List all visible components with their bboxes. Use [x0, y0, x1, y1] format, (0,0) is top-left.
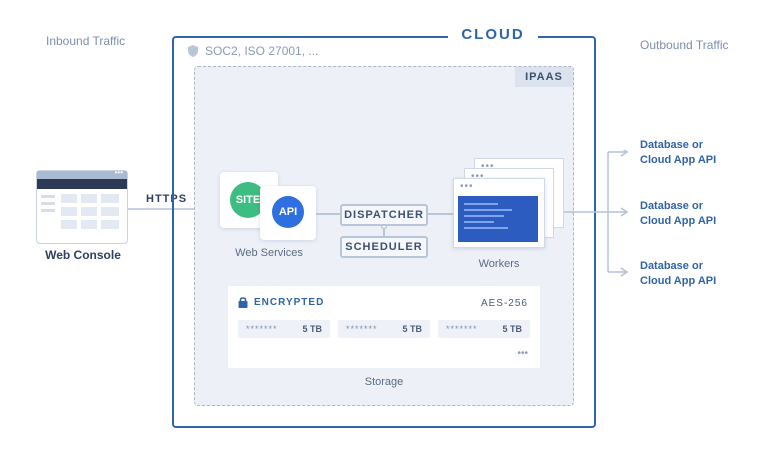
web-console-window[interactable]: •••	[36, 168, 128, 244]
web-services-label: Web Services	[235, 247, 303, 259]
volume-size: 5 TB	[302, 324, 322, 334]
compliance-text: SOC2, ISO 27001, ...	[205, 44, 319, 58]
cloud-title: CLOUD	[448, 26, 538, 43]
cloud-boundary	[172, 36, 596, 428]
outbound-target-2[interactable]: Database or Cloud App API	[640, 200, 717, 227]
storage-panel[interactable]: ENCRYPTED AES-256 ******* 5 TB ******* 5…	[228, 286, 540, 368]
outbound-arrows-icon	[564, 150, 629, 277]
ipaas-tag: IPAAS	[515, 67, 573, 87]
https-label: HTTPS	[146, 193, 188, 205]
storage-label: Storage	[364, 376, 404, 388]
encrypted-header: ENCRYPTED	[238, 296, 324, 308]
outbound-traffic-label: Outbound Traffic	[640, 38, 729, 52]
storage-volume-2: ******* 5 TB	[338, 320, 430, 338]
worker-window-front[interactable]: •••	[453, 178, 545, 248]
volume-size: 5 TB	[402, 324, 422, 334]
volume-size: 5 TB	[502, 324, 522, 334]
workers-label: Workers	[478, 258, 520, 270]
storage-volume-1: ******* 5 TB	[238, 320, 330, 338]
web-console-label: Web Console	[45, 248, 121, 262]
more-volumes-icon[interactable]: •••	[517, 348, 528, 359]
console-navbar	[37, 179, 127, 189]
volume-mask: *******	[246, 324, 278, 334]
connector-lines	[316, 213, 456, 236]
shield-icon	[188, 45, 198, 57]
volume-mask: *******	[346, 324, 378, 334]
volume-mask: *******	[446, 324, 478, 334]
worker-screen-icon	[458, 196, 538, 242]
lock-icon	[238, 297, 248, 308]
api-label: API	[278, 206, 298, 218]
storage-volume-3: ******* 5 TB	[438, 320, 530, 338]
api-card[interactable]: API	[260, 186, 316, 240]
api-badge: API	[272, 196, 304, 228]
encrypted-label: ENCRYPTED	[254, 296, 325, 308]
aes-label: AES-256	[480, 298, 528, 309]
window-dots-icon: •••	[460, 181, 474, 192]
compliance-row: SOC2, ISO 27001, ...	[188, 44, 318, 58]
scheduler-box[interactable]: SCHEDULER	[340, 236, 428, 258]
window-titlebar: •••	[37, 168, 127, 179]
inbound-traffic-label: Inbound Traffic	[46, 34, 126, 48]
console-table-icon	[41, 194, 119, 229]
dispatcher-box[interactable]: DISPATCHER	[340, 204, 428, 226]
outbound-target-1[interactable]: Database or Cloud App API	[640, 139, 717, 166]
outbound-target-3[interactable]: Database or Cloud App API	[640, 260, 717, 287]
